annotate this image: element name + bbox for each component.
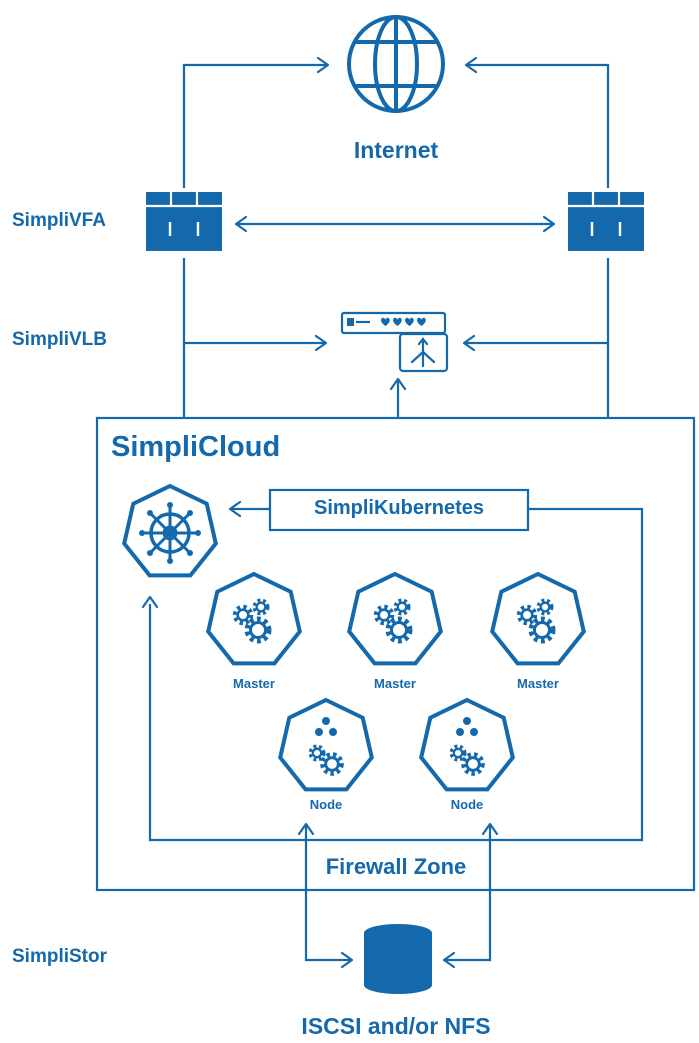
connector-left-vfa-internet (182, 63, 326, 188)
internet-label: Internet (353, 137, 439, 163)
master-icon (490, 571, 586, 666)
master-icon (347, 571, 443, 666)
arrowhead (228, 500, 242, 518)
node-icon (419, 697, 515, 792)
master-icon (206, 571, 302, 666)
arrowhead (141, 595, 159, 609)
node-icon (278, 697, 374, 792)
master-label: Master (517, 676, 559, 691)
arrowhead (442, 951, 456, 969)
connector-node-left-storage (304, 826, 350, 962)
database-cylinder-icon (364, 924, 432, 994)
globe-icon (347, 15, 445, 113)
simplicloud-zone (95, 416, 696, 892)
arrowhead (464, 56, 478, 74)
master-label: Master (374, 676, 416, 691)
firewall-icon (568, 192, 644, 251)
simplivfa-label: SimpliVFA (12, 210, 106, 231)
arrowhead (389, 377, 407, 391)
load-balancer-icon (340, 311, 449, 373)
firewall-icon (146, 192, 222, 251)
simplivlb-label: SimpliVLB (12, 329, 108, 350)
arrowhead (297, 822, 315, 836)
arrowhead (340, 951, 354, 969)
master-label: Master (233, 676, 275, 691)
arrowhead (314, 334, 328, 352)
connector-node-right-storage (446, 826, 492, 962)
connector-kubernetes-loop (148, 507, 644, 842)
arrowhead (462, 334, 476, 352)
simplicloud-label: SimpliCloud (111, 431, 281, 463)
simplikubernetes-box (268, 488, 530, 532)
kubernetes-helm-icon (122, 483, 218, 578)
node-label: Node (309, 797, 343, 812)
arrowhead (316, 56, 330, 74)
storage-label: ISCSI and/or NFS (301, 1013, 491, 1039)
firewall-zone-label: Firewall Zone (325, 854, 467, 879)
arrowhead (481, 822, 499, 836)
arrowhead (234, 215, 248, 233)
simplistor-label: SimpliStor (12, 946, 108, 967)
node-label: Node (450, 797, 484, 812)
simplikubernetes-label: SimpliKubernetes (313, 497, 485, 519)
arrowhead (542, 215, 556, 233)
connector-right-vfa-internet (468, 63, 610, 188)
